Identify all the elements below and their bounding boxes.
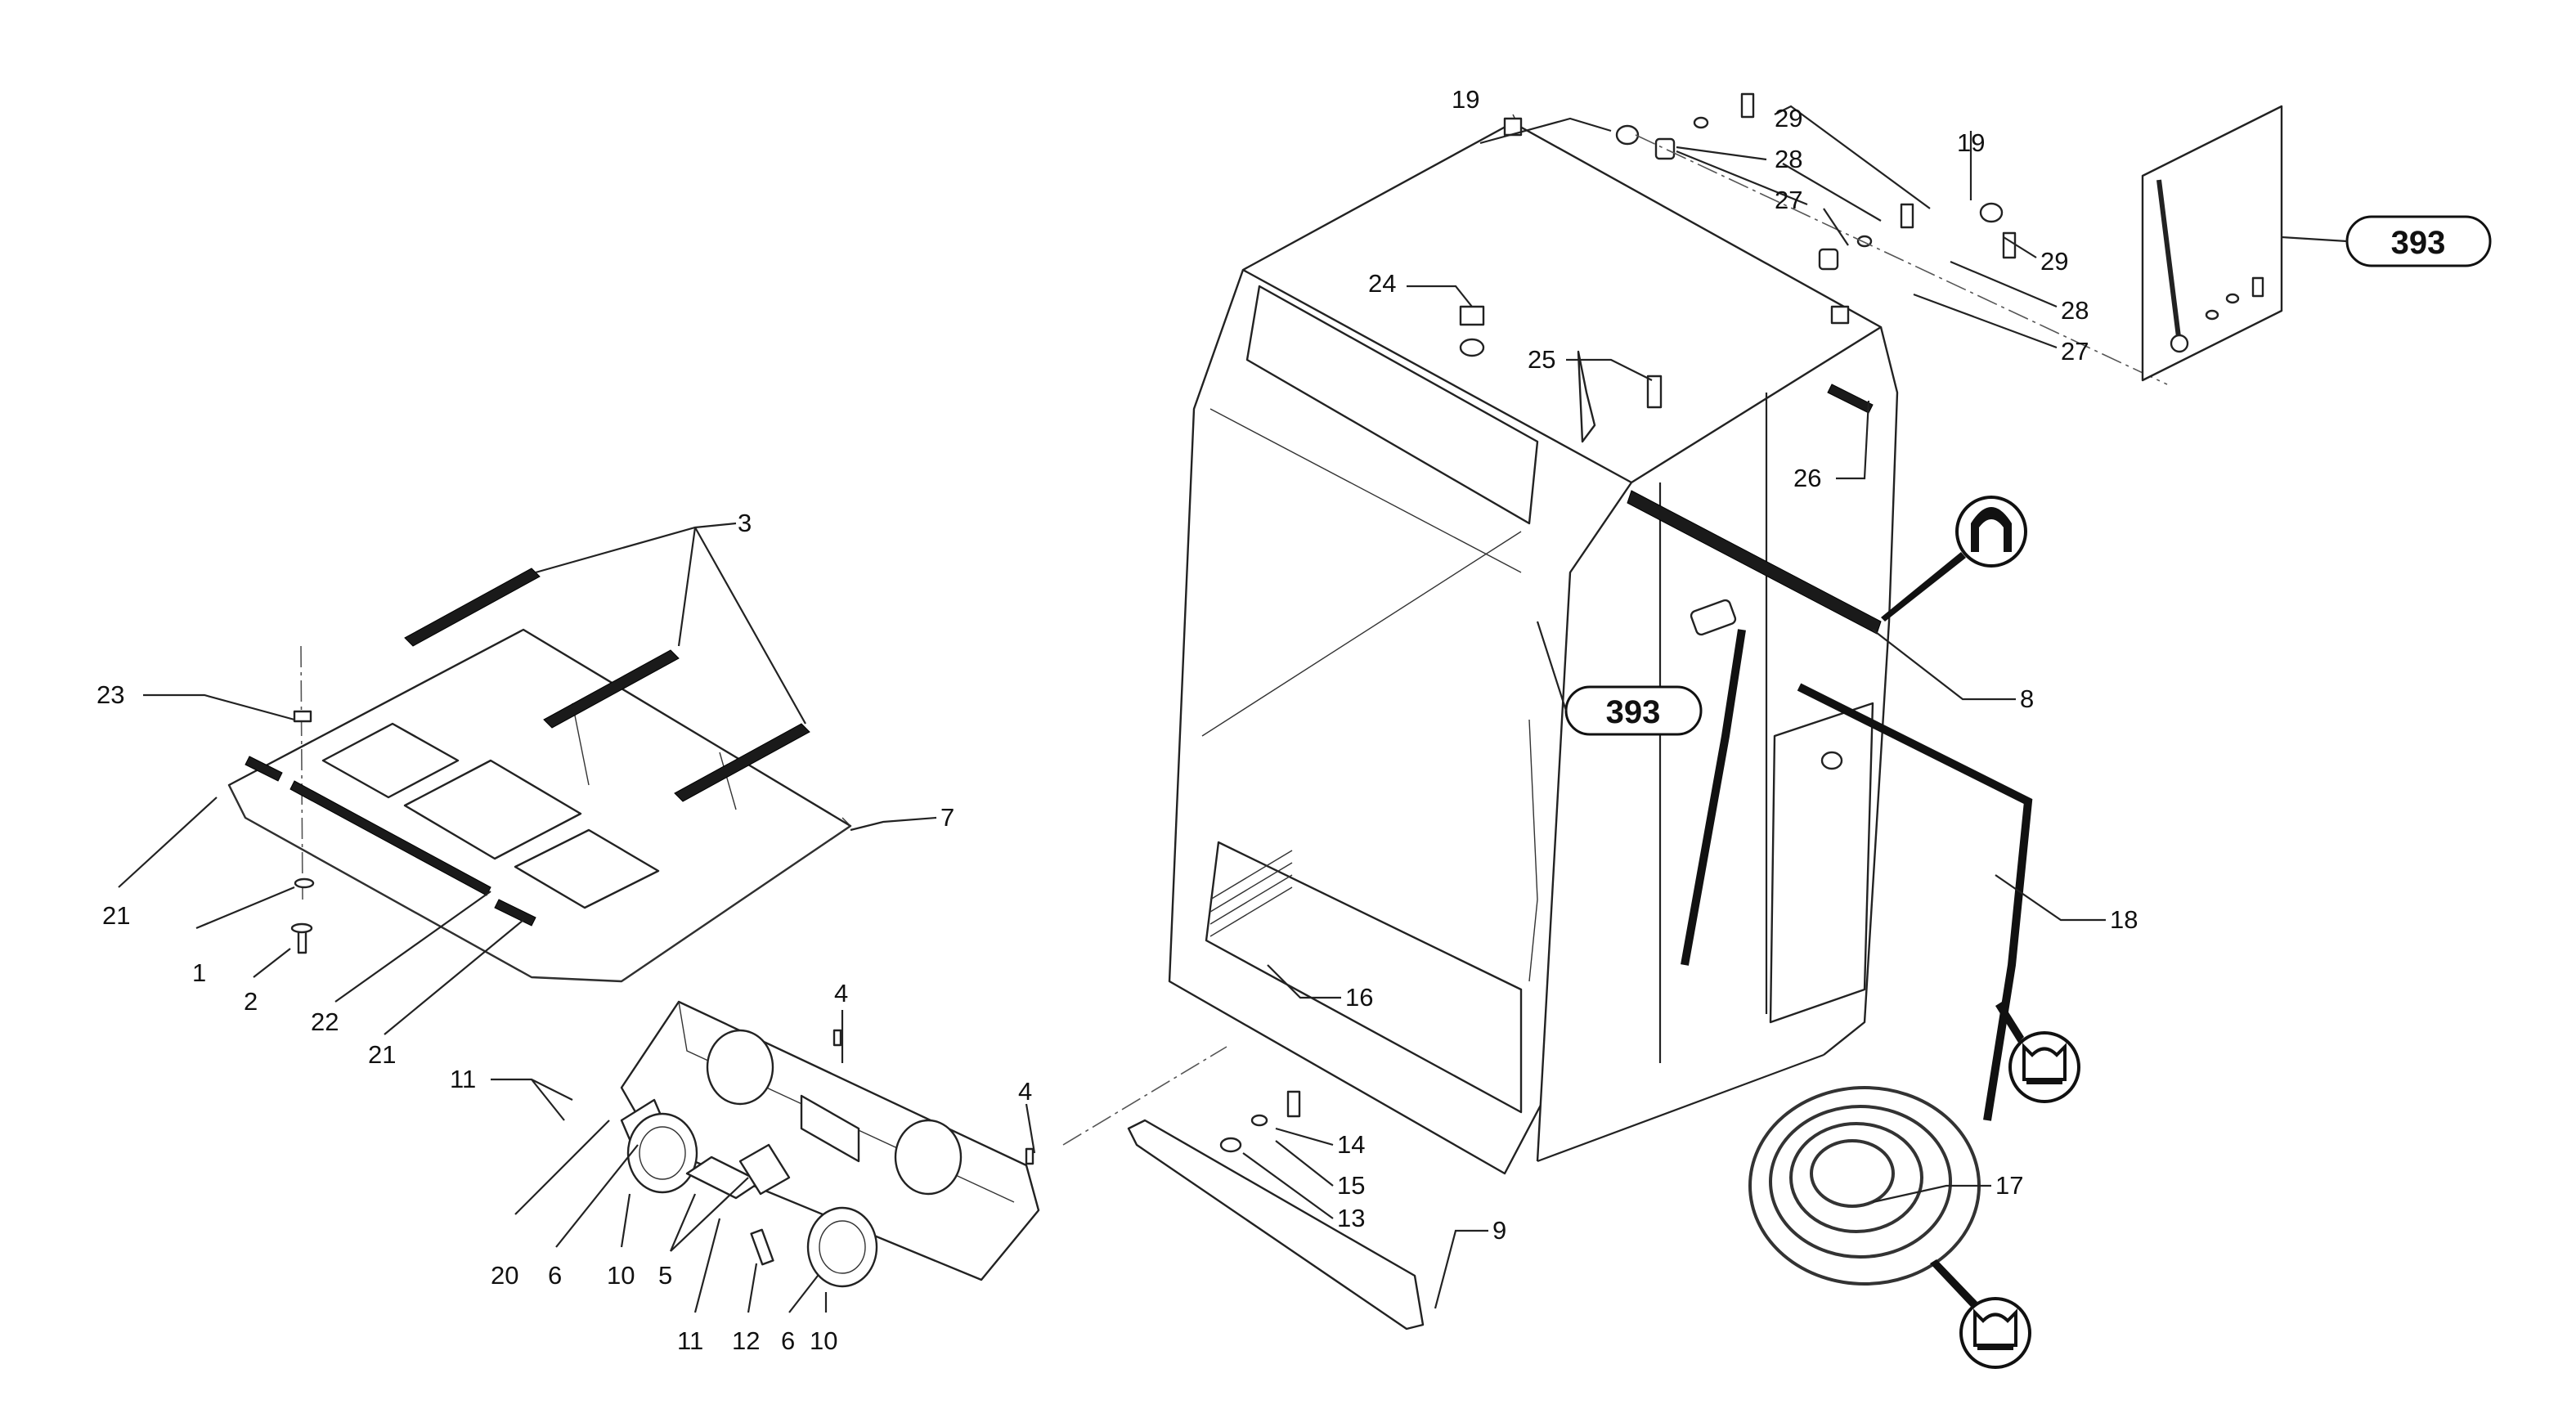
callout-4a: 4	[834, 979, 848, 1007]
callout-4b: 4	[1018, 1077, 1032, 1106]
cab-frame	[1168, 114, 1899, 1175]
callout-8: 8	[2020, 684, 2034, 713]
callout-15: 15	[1337, 1171, 1365, 1200]
callout-18: 18	[2110, 905, 2138, 934]
reference-text-right: 393	[2391, 225, 2446, 261]
callout-23: 23	[96, 680, 124, 709]
callout-3: 3	[738, 509, 752, 537]
callout-27b: 27	[2061, 337, 2089, 366]
small-roof-parts	[290, 710, 315, 954]
callout-27a: 27	[1775, 186, 1802, 214]
callout-7: 7	[940, 803, 954, 832]
speaker-console	[620, 1000, 1040, 1288]
callout-11b: 11	[677, 1326, 703, 1355]
cab-seals	[1627, 384, 2033, 1121]
callout-29a: 29	[1775, 104, 1802, 132]
callout-21b: 21	[368, 1040, 396, 1069]
roof-seal-strips	[245, 568, 810, 927]
callout-24: 24	[1368, 269, 1396, 298]
callout-13: 13	[1337, 1204, 1365, 1232]
callout-6b: 6	[781, 1326, 795, 1355]
callout-10b: 10	[810, 1326, 837, 1355]
callout-22: 22	[311, 1007, 339, 1036]
callout-6a: 6	[548, 1261, 562, 1290]
callout-2: 2	[244, 987, 258, 1016]
leader-lines	[118, 105, 2106, 1313]
callout-29b: 29	[2040, 247, 2068, 276]
callout-19a: 19	[1452, 85, 1479, 114]
reference-text-mid: 393	[1606, 694, 1661, 730]
callout-14: 14	[1337, 1130, 1365, 1159]
callout-11a: 11	[450, 1065, 476, 1093]
callout-16: 16	[1345, 983, 1373, 1012]
callout-9: 9	[1492, 1216, 1506, 1245]
callout-17: 17	[1995, 1171, 2023, 1200]
callout-10a: 10	[607, 1261, 635, 1290]
reference-box-right[interactable]: 393	[2345, 215, 2492, 267]
callout-labels: 23 3 21 1 2 22 21 7 4 4 11 20 6 10 5 11 …	[96, 85, 2138, 1355]
roof-panel	[227, 628, 852, 983]
callout-21a: 21	[102, 901, 130, 930]
callout-20: 20	[491, 1261, 518, 1290]
callout-12: 12	[732, 1326, 760, 1355]
seal-clip-icon	[1995, 1002, 2080, 1103]
seal-profile-icon	[1881, 496, 2027, 622]
callout-25: 25	[1528, 345, 1555, 374]
callout-1: 1	[192, 958, 206, 987]
callout-19b: 19	[1957, 128, 1985, 157]
callout-28b: 28	[2061, 296, 2089, 325]
reference-box-mid[interactable]: 393	[1564, 685, 1703, 736]
callout-26: 26	[1793, 464, 1821, 492]
cab-vents	[1209, 850, 1293, 937]
callout-5: 5	[658, 1261, 672, 1290]
antenna-kit	[2141, 105, 2283, 382]
callout-28a: 28	[1775, 145, 1802, 173]
seal-clip-icon	[1930, 1259, 2031, 1369]
door-trim-strip	[1062, 1046, 1425, 1331]
